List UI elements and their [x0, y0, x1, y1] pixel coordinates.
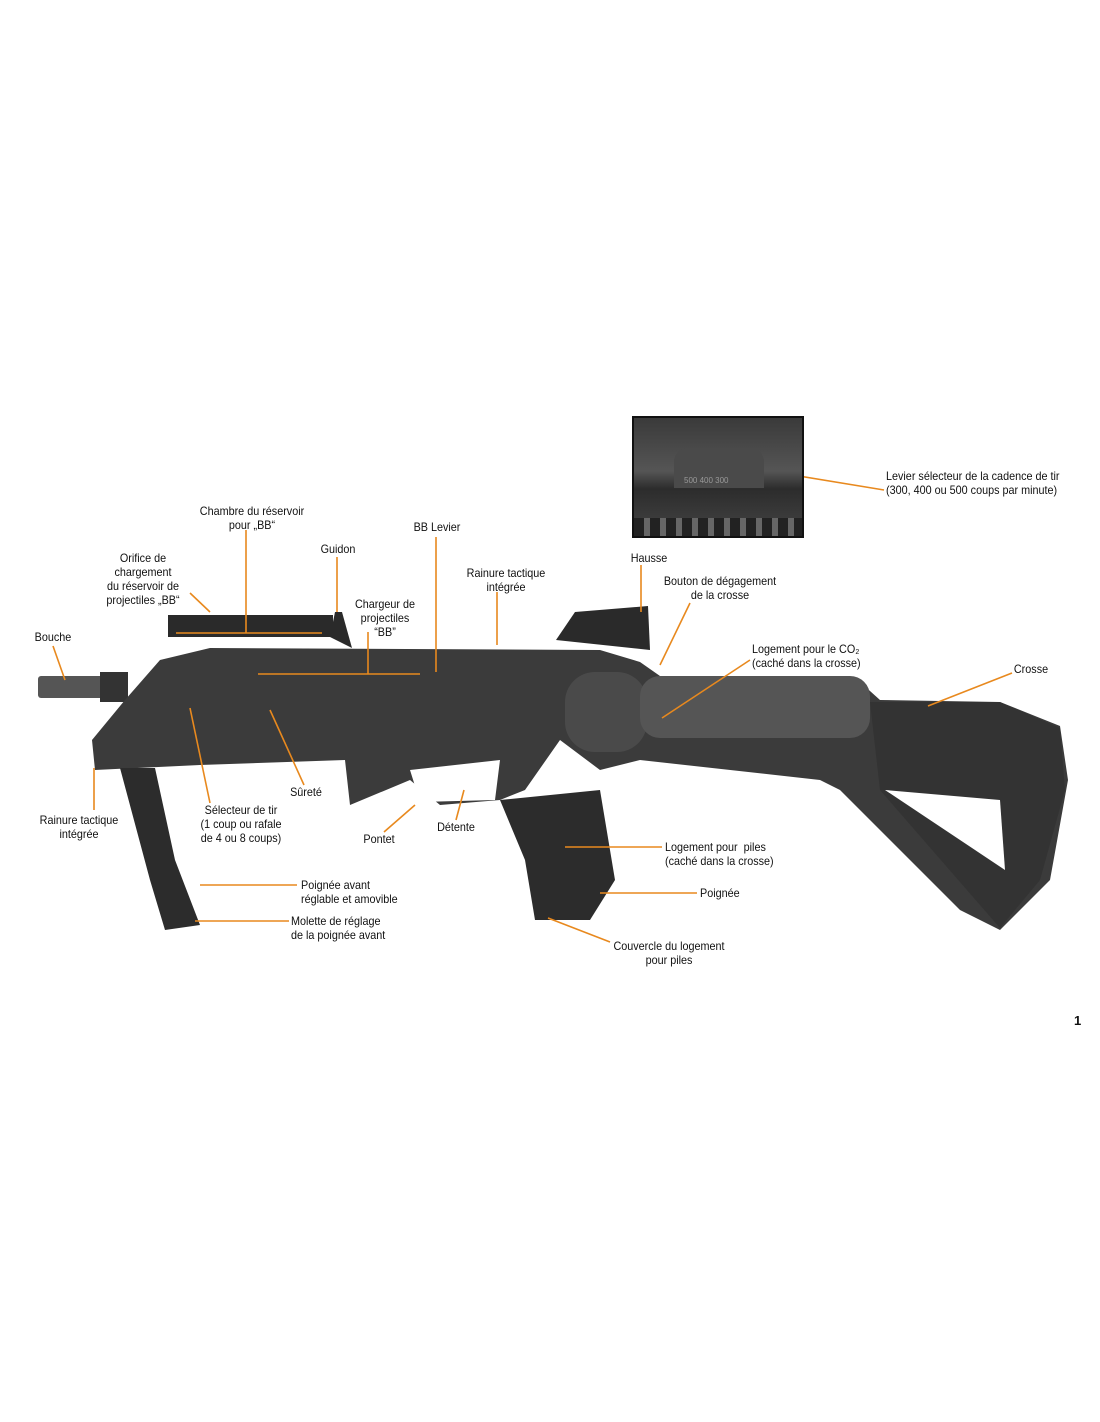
label-bouche: Bouche	[34, 630, 72, 644]
label-bouton: Bouton de dégagement de la crosse	[663, 574, 777, 602]
label-poignee-avant: Poignée avant réglable et amovible	[301, 878, 398, 906]
label-detente: Détente	[437, 820, 475, 834]
label-levier-selecteur: Levier sélecteur de la cadence de tir (3…	[886, 469, 1060, 497]
leader-lines	[52, 462, 1013, 943]
label-rainure-haut: Rainure tactique intégrée	[466, 566, 546, 594]
label-logement-piles: Logement pour piles (caché dans la cross…	[665, 840, 774, 868]
rate-scale-marks: 500 400 300	[684, 476, 729, 485]
label-chambre: Chambre du réservoir pour „BB“	[199, 504, 305, 532]
label-hausse: Hausse	[630, 551, 668, 565]
label-surete: Sûreté	[290, 785, 322, 799]
label-crosse: Crosse	[1013, 662, 1049, 676]
label-orifice: Orifice de chargement du réservoir de pr…	[106, 551, 180, 607]
label-pontet: Pontet	[363, 832, 395, 846]
page-number: 1	[1074, 1013, 1082, 1028]
label-selecteur-tir: Sélecteur de tir (1 coup ou rafale de 4 …	[200, 803, 282, 845]
rate-selector-inset-photo: 500 400 300	[632, 416, 804, 538]
label-rainure-bas: Rainure tactique intégrée	[39, 813, 119, 841]
label-molette: Molette de réglage de la poignée avant	[291, 914, 386, 942]
label-poignee: Poignée	[700, 886, 740, 900]
label-bb-levier: BB Levier	[413, 520, 461, 534]
label-couvercle: Couvercle du logement pour piles	[613, 939, 725, 967]
label-guidon: Guidon	[320, 542, 356, 556]
label-logement-co2: Logement pour le CO₂ (caché dans la cros…	[752, 642, 861, 670]
label-chargeur: Chargeur de projectiles “BB”	[354, 597, 416, 639]
rifle-illustration	[38, 606, 1068, 930]
